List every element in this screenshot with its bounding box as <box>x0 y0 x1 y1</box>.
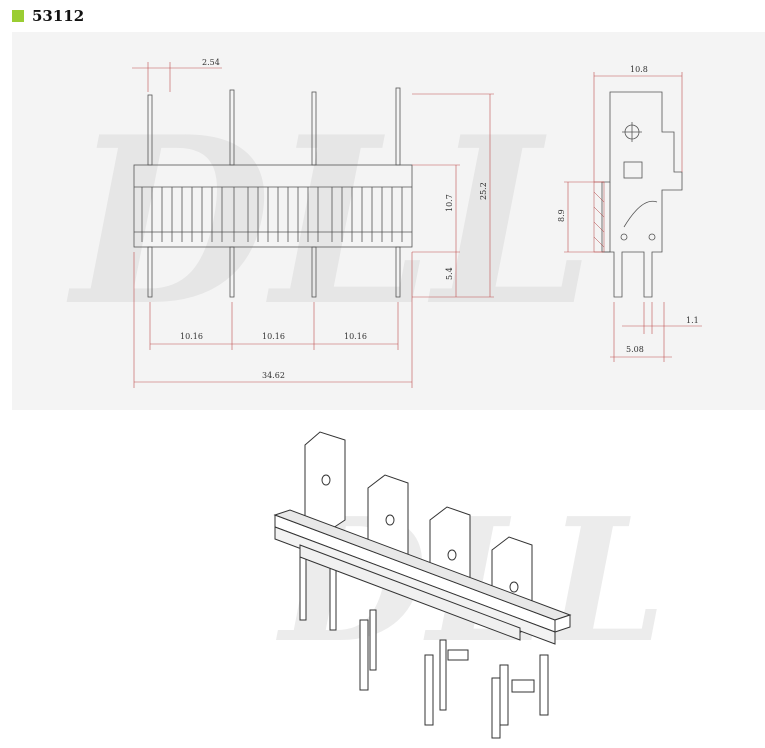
watermark-text: DLL <box>66 87 595 357</box>
front-pin <box>229 246 235 298</box>
front-tab <box>311 91 317 166</box>
green-square-icon <box>12 10 24 22</box>
dim-pin-width: 1.1 <box>686 316 699 325</box>
front-tab <box>395 87 401 166</box>
technical-drawing: DLL <box>66 58 702 388</box>
header: 53112 <box>12 6 84 26</box>
iso-leg <box>424 654 434 726</box>
side-hatching <box>593 181 605 253</box>
dim-overall-width: 34.62 <box>262 371 285 380</box>
front-view <box>133 87 413 298</box>
front-pin <box>147 246 153 298</box>
side-small-hole <box>620 233 628 241</box>
dim-pin-spacing: 5.08 <box>626 345 644 354</box>
dim-side-height: 8.9 <box>557 209 566 222</box>
side-small-hole <box>648 233 656 241</box>
dim-pitch-small: 2.54 <box>202 58 220 67</box>
front-pin <box>395 246 401 298</box>
dim-height-total: 25.2 <box>479 182 488 200</box>
side-dimensions <box>564 72 702 362</box>
dim-pitch-1: 10.16 <box>180 332 203 341</box>
front-slots <box>141 187 403 242</box>
dim-pitch-2: 10.16 <box>262 332 285 341</box>
front-tab <box>229 89 235 166</box>
front-dimensions <box>132 62 494 388</box>
dim-pin-length: 5.4 <box>445 267 454 280</box>
technical-drawing-panel: DLL <box>12 32 765 410</box>
iso-leg <box>359 619 369 691</box>
front-tab <box>147 94 153 166</box>
part-number-title: 53112 <box>32 7 85 25</box>
dim-pitch-3: 10.16 <box>344 332 367 341</box>
side-profile <box>601 91 683 298</box>
iso-rail-bottom <box>299 544 521 641</box>
dim-side-width: 10.8 <box>630 65 648 74</box>
front-pin <box>311 246 317 298</box>
isometric-view: DLL <box>273 431 666 739</box>
dim-height-body: 10.7 <box>445 194 454 212</box>
side-latch <box>623 161 643 179</box>
side-view <box>601 91 683 298</box>
front-body-outline <box>133 164 413 248</box>
iso-leg <box>491 677 501 739</box>
iso-connector <box>273 431 572 739</box>
